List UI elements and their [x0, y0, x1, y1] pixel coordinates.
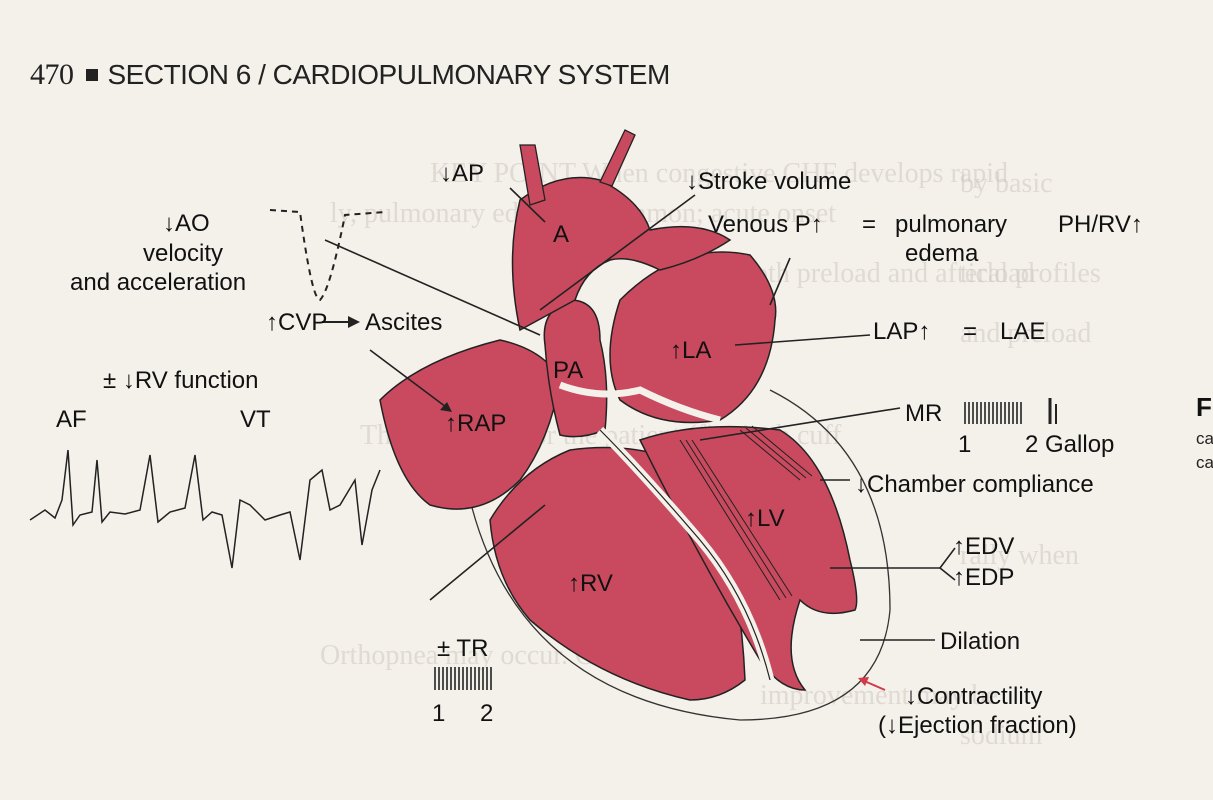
label-tr: ± TR: [437, 637, 488, 661]
chamber-label-pa: PA: [553, 357, 583, 385]
label-ascites: Ascites: [365, 311, 442, 335]
chamber-label-rap: ↑RAP: [445, 410, 506, 438]
figure-caption-line: ca: [1196, 452, 1213, 474]
label-edp: ↑EDP: [953, 566, 1014, 590]
label-venous-p: Venous P↑: [708, 213, 823, 237]
label-ap: ↓AP: [440, 162, 484, 186]
label-tr-2: 2: [480, 702, 493, 726]
label-pulmonary: pulmonary: [895, 213, 1007, 237]
label-edv: ↑EDV: [953, 535, 1014, 559]
label-ph-rv: PH/RV↑: [1058, 213, 1143, 237]
label-chamber-compliance: ↓Chamber compliance: [855, 473, 1094, 497]
label-velocity: velocity: [143, 242, 223, 266]
label-mr: MR: [905, 402, 942, 426]
label-edema: edema: [905, 242, 978, 266]
label-ao: ↓AO: [163, 212, 210, 236]
ecg-trace: [30, 450, 380, 568]
label-a: A: [553, 223, 569, 247]
label-contractility: ↓Contractility: [905, 685, 1042, 709]
label-tr-1: 1: [432, 702, 445, 726]
label-dilation: Dilation: [940, 630, 1020, 654]
label-gallop-1: 1: [958, 433, 971, 457]
chamber-label-la: ↑LA: [670, 337, 711, 365]
label-gallop-2: 2 Gallop: [1025, 433, 1114, 457]
label-rv-function: ± ↓RV function: [103, 369, 258, 393]
label-lae: LAE: [1000, 320, 1045, 344]
label-vt: VT: [240, 408, 271, 432]
label-af: AF: [56, 408, 87, 432]
chamber-label-rv: ↑RV: [568, 570, 613, 598]
label-stroke-volume: ↓Stroke volume: [686, 170, 851, 194]
figure-caption-letter: F: [1196, 392, 1212, 423]
label-acceleration: and acceleration: [70, 271, 246, 295]
tr-sound-burst: [435, 667, 491, 690]
label-equals: =: [963, 320, 977, 344]
mr-sound-burst: [965, 398, 1056, 424]
label-equals: =: [862, 213, 876, 237]
label-ejection-fraction: (↓Ejection fraction): [878, 714, 1077, 738]
figure-caption-line: ca: [1196, 428, 1213, 450]
chamber-label-lv: ↑LV: [745, 505, 785, 533]
aortic-branch: [520, 145, 545, 205]
label-lap: LAP↑: [873, 320, 930, 344]
aortic-velocity-curve: [270, 210, 385, 300]
arrowhead: [348, 316, 360, 328]
aortic-branch: [600, 130, 635, 186]
label-cvp: ↑CVP: [266, 311, 327, 335]
